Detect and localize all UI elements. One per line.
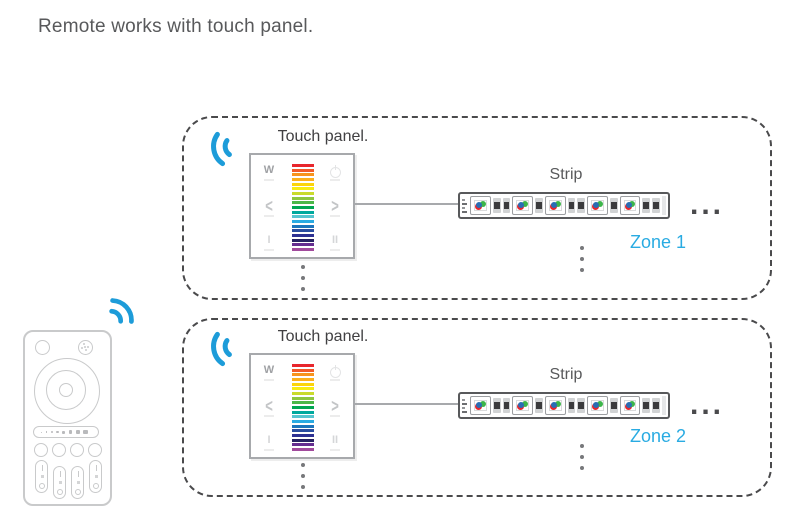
panel-scene1-button[interactable]: I <box>256 235 282 251</box>
vertical-ellipsis <box>301 463 305 489</box>
color-touch-bar[interactable] <box>292 164 314 251</box>
smd-resistor <box>577 198 586 213</box>
remote-round-button-3[interactable] <box>70 443 84 457</box>
panel-scene1-button[interactable]: I <box>256 435 282 451</box>
panel-power-button[interactable] <box>322 165 348 181</box>
zone-1-label: Zone 1 <box>630 232 687 252</box>
smd-resistor <box>567 398 576 413</box>
wifi-signal-icon <box>97 286 148 337</box>
rgb-led-module <box>619 196 641 215</box>
panel-strip-wire <box>355 403 458 405</box>
rgb-led-module <box>544 396 566 415</box>
strip-connector-pads <box>462 198 467 213</box>
remote-zone-rocker-2[interactable] <box>53 466 66 499</box>
smd-resistor <box>535 198 543 213</box>
touch-panel-label: Touch panel. <box>277 128 369 145</box>
remote-color-wheel[interactable] <box>34 358 100 424</box>
touch-panel-label: Touch panel. <box>277 328 369 345</box>
panel-white-button[interactable]: W <box>256 365 282 381</box>
remote-round-button-4[interactable] <box>88 443 102 457</box>
zone-2-label: Zone 2 <box>630 426 687 446</box>
smd-resistor <box>609 398 618 413</box>
touch-panel: W < > I II <box>249 353 355 459</box>
page-title: Remote works with touch panel. <box>38 16 314 37</box>
vertical-ellipsis <box>301 265 305 291</box>
smd-resistor <box>502 198 511 213</box>
strip-label: Strip <box>549 366 583 383</box>
zone-2-box <box>182 318 772 497</box>
smd-resistor <box>492 198 501 213</box>
remote-round-button-1[interactable] <box>34 443 48 457</box>
smd-resistor <box>642 398 651 413</box>
strip-end-cap <box>662 196 667 215</box>
rgb-led-module <box>587 196 608 215</box>
color-wheel-inner-ring[interactable] <box>46 370 86 410</box>
rgb-led-module <box>512 196 534 215</box>
smd-resistor <box>609 198 618 213</box>
vertical-ellipsis <box>580 444 584 470</box>
smd-resistor <box>577 398 586 413</box>
led-strip <box>458 192 670 219</box>
panel-scene2-button[interactable]: II <box>322 235 348 251</box>
remote-color-mode-button[interactable] <box>78 340 93 355</box>
power-icon <box>329 165 341 178</box>
panel-prev-button[interactable]: < <box>264 395 274 417</box>
strip-label: Strip <box>549 166 583 183</box>
smd-resistor <box>652 198 661 213</box>
smd-resistor <box>492 398 501 413</box>
smd-resistor <box>642 198 651 213</box>
touch-panel: W < > I II <box>249 153 355 259</box>
vertical-ellipsis <box>580 246 584 272</box>
panel-white-button[interactable]: W <box>256 165 282 181</box>
wifi-signal-icon <box>198 127 242 171</box>
speckle-dots-icon <box>84 346 86 348</box>
remote-zone-rocker-3[interactable] <box>71 466 84 499</box>
zone-1-box <box>182 116 772 300</box>
remote-brightness-slider[interactable] <box>33 426 99 438</box>
panel-strip-wire <box>355 203 458 205</box>
strip-connector-pads <box>462 398 467 413</box>
rgb-led-module <box>470 196 491 215</box>
strip-end-cap <box>662 396 667 415</box>
led-strip <box>458 392 670 419</box>
color-touch-bar[interactable] <box>292 364 314 451</box>
rgb-led-module <box>619 396 641 415</box>
rgb-led-module <box>587 396 608 415</box>
color-wheel-center-button[interactable] <box>59 383 73 397</box>
panel-next-button[interactable]: > <box>330 395 340 417</box>
panel-scene2-button[interactable]: II <box>322 435 348 451</box>
rf-remote <box>23 330 112 506</box>
rgb-led-module <box>470 396 491 415</box>
remote-round-button-2[interactable] <box>52 443 66 457</box>
panel-next-button[interactable]: > <box>330 195 340 217</box>
remote-zone-rocker-4[interactable] <box>89 460 102 493</box>
panel-prev-button[interactable]: < <box>264 195 274 217</box>
smd-resistor <box>652 398 661 413</box>
rgb-led-module <box>544 196 566 215</box>
remote-zone-rocker-1[interactable] <box>35 460 48 493</box>
panel-power-button[interactable] <box>322 365 348 381</box>
smd-resistor <box>502 398 511 413</box>
rgb-led-module <box>512 396 534 415</box>
power-icon <box>329 365 341 378</box>
smd-resistor <box>567 198 576 213</box>
remote-power-button[interactable] <box>35 340 50 355</box>
wifi-signal-icon <box>198 327 242 371</box>
smd-resistor <box>535 398 543 413</box>
